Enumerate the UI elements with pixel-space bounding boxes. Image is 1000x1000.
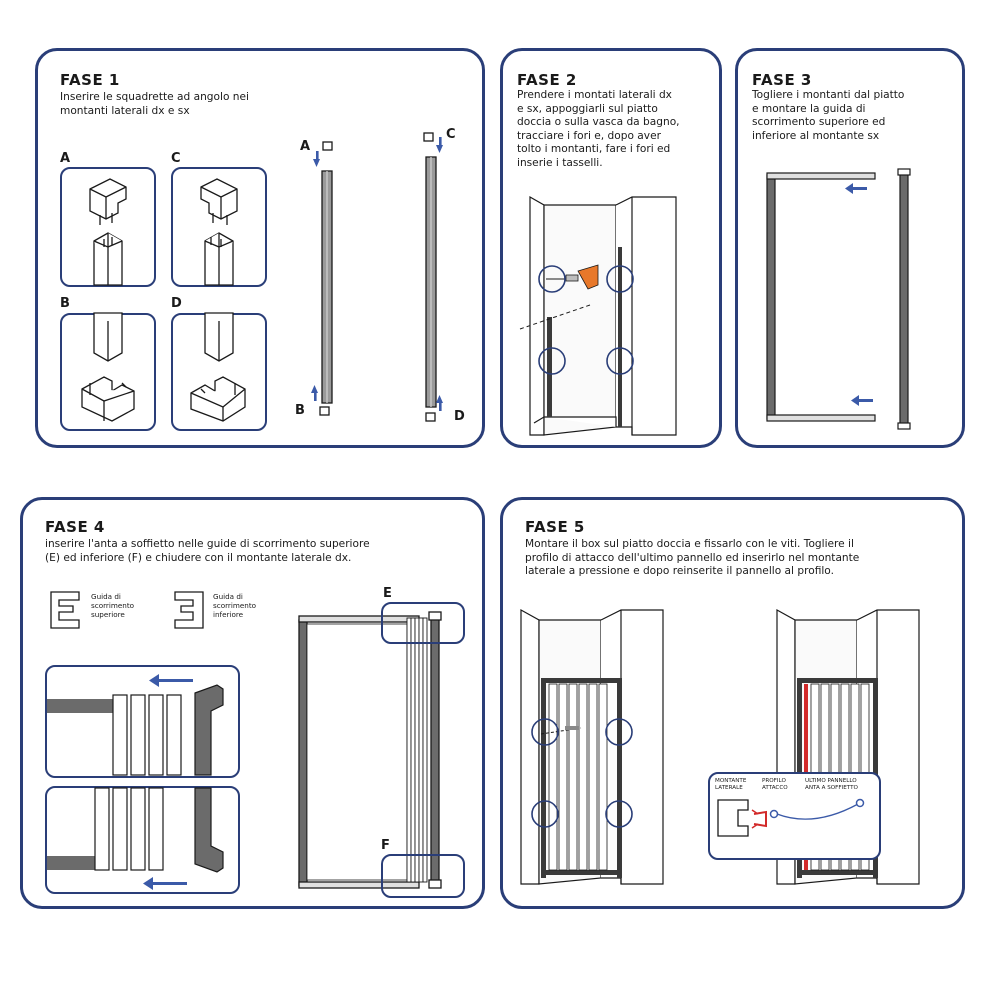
label-d: D: [171, 296, 182, 311]
fase2-title: FASE 2: [517, 71, 577, 89]
guide-top-label: Guida di scorrimento superiore: [91, 592, 135, 619]
shower-wall-drilling-illustration: [519, 195, 677, 436]
label-c-profile: C: [446, 127, 456, 142]
detail-e-box: [45, 665, 240, 778]
label-b-profile: B: [295, 403, 305, 418]
detail-e-illustration: [47, 674, 224, 776]
corner-bracket-a-illustration: [89, 178, 127, 286]
fase5-text: Montare il box sul piatto doccia e fissa…: [525, 538, 860, 578]
corner-bracket-b-illustration: [81, 312, 135, 422]
profile-section-illustration: [717, 798, 865, 837]
legend-profilo-label: PROFILO ATTACCO: [762, 778, 788, 791]
fase3-text: Togliere i montanti dal piatto e montare…: [752, 89, 905, 142]
label-c: C: [171, 151, 181, 166]
label-d-profile: D: [454, 409, 465, 424]
fase3-panel: FASE 3 Togliere i montanti dal piatto e …: [735, 48, 965, 448]
side-profile-right: [423, 132, 443, 422]
detail-a-box: [60, 167, 156, 287]
fase3-title: FASE 3: [752, 71, 812, 89]
label-e: E: [383, 586, 392, 601]
label-f: F: [381, 838, 390, 853]
fase1-title: FASE 1: [60, 71, 120, 89]
profile-legend-box: MONTANTE LATERALE PROFILO ATTACCO ULTIMO…: [708, 772, 881, 860]
highlight-e-box: [381, 602, 465, 644]
fase4-title: FASE 4: [45, 518, 105, 536]
fase1-panel: FASE 1 Inserire le squadrette ad angolo …: [35, 48, 485, 448]
detail-b-box: [60, 312, 156, 431]
fase4-panel: FASE 4 inserire l'anta a soffietto nelle…: [20, 497, 485, 909]
highlight-f-box: [381, 854, 465, 898]
label-a: A: [60, 151, 71, 166]
detail-d-box: [171, 312, 267, 431]
fase1-text: Inserire le squadrette ad angolo nei mon…: [60, 91, 249, 117]
corner-bracket-c-illustration: [200, 178, 238, 286]
fase5-panel: FASE 5 Montare il box sul piatto doccia …: [500, 497, 965, 909]
fase4-text: inserire l'anta a soffietto nelle guide …: [45, 538, 370, 564]
legend-pannello-label: ULTIMO PANNELLO ANTA A SOFFIETTO: [805, 778, 858, 791]
corner-bracket-d-illustration: [190, 312, 246, 422]
detail-f-box: [45, 786, 240, 894]
fase5-title: FASE 5: [525, 518, 585, 536]
side-profile-left: [311, 141, 333, 416]
detail-c-box: [171, 167, 267, 287]
shower-box-mounting-illustration: [520, 608, 664, 885]
label-a-profile: A: [300, 139, 311, 154]
guide-bottom-label: Guida di scorrimento inferiore: [213, 592, 257, 619]
fase2-text: Prendere i montati laterali dx e sx, app…: [517, 89, 680, 169]
folding-door-frame-illustration: [298, 611, 442, 889]
frame-guides-illustration: [766, 168, 911, 430]
fase2-panel: FASE 2 Prendere i montati laterali dx e …: [500, 48, 722, 448]
guide-bottom-profile-icon: [174, 591, 204, 629]
detail-f-illustration: [47, 787, 224, 890]
legend-montante-label: MONTANTE LATERALE: [715, 778, 747, 791]
guide-top-profile-icon: [50, 591, 80, 629]
label-b: B: [60, 296, 70, 311]
